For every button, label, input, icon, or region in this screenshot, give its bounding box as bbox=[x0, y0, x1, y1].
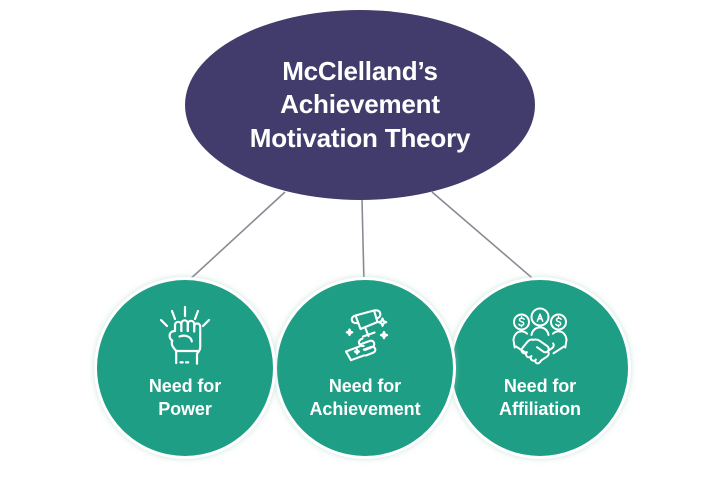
title-line-1: McClelland’s bbox=[282, 56, 438, 87]
raised-fist-icon bbox=[153, 305, 217, 367]
connector-line-achievement bbox=[361, 198, 365, 284]
hand-holding-trophy-icon bbox=[333, 305, 397, 367]
title-line-3: Motivation Theory bbox=[249, 122, 471, 153]
connector-line-affiliation bbox=[431, 191, 539, 284]
node-need-for-achievement[interactable]: Need for Achievement bbox=[277, 280, 453, 456]
title-line-2: Achievement bbox=[280, 89, 440, 120]
node-label-need-for-power: Need for Power bbox=[148, 376, 222, 419]
node-label-need-for-affiliation: Need for Affiliation bbox=[499, 376, 581, 419]
node-need-for-power[interactable]: Need for Power bbox=[97, 280, 273, 456]
connector-line-power bbox=[185, 191, 286, 284]
handshake-group-icon bbox=[508, 305, 572, 367]
node-need-for-affiliation[interactable]: Need for Affiliation bbox=[452, 280, 628, 456]
node-label-need-for-achievement: Need for Achievement bbox=[309, 376, 421, 419]
title-node: McClelland’s Achievement Motivation Theo… bbox=[185, 10, 535, 200]
